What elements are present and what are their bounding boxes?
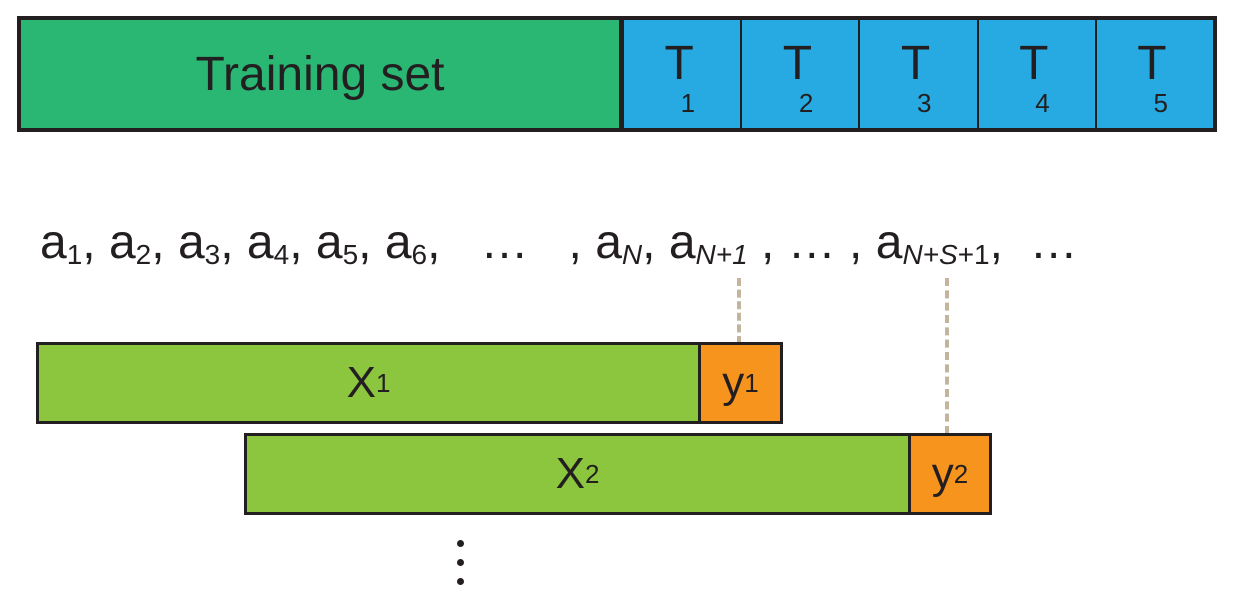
test-index: 4 bbox=[1035, 88, 1050, 118]
test-segment-3: T 3 bbox=[858, 20, 977, 128]
seq-ellipsis-1: … bbox=[480, 216, 529, 269]
training-set-label: Training set bbox=[195, 47, 445, 101]
seq-term-n-plus-s-plus-1: aN+S+1, bbox=[875, 216, 1003, 270]
seq-term-4: a4, bbox=[246, 216, 303, 270]
test-segment-5: T 5 bbox=[1094, 20, 1214, 128]
test-index: 2 bbox=[798, 88, 814, 118]
test-index: 5 bbox=[1153, 88, 1168, 118]
seq-term-5: a5, bbox=[315, 216, 372, 270]
train-test-split-bar: Training set T 1 T 2 T 3 T 4 T 5 bbox=[17, 16, 1217, 132]
guide-line-y1 bbox=[737, 278, 741, 344]
test-letter: T bbox=[900, 37, 931, 90]
seq-ellipsis-2: … bbox=[787, 216, 836, 269]
seq-ellipsis-3: … bbox=[1029, 216, 1078, 269]
seq-term-3: a3, bbox=[177, 216, 234, 270]
test-letter: T bbox=[1019, 37, 1049, 90]
test-index: 3 bbox=[917, 88, 932, 118]
vertical-ellipsis-icon bbox=[450, 540, 470, 600]
test-letter: T bbox=[782, 37, 813, 90]
test-segment-2: T 2 bbox=[740, 20, 859, 128]
seq-term-n-plus-1: aN+1 bbox=[668, 216, 748, 270]
training-set-segment: Training set bbox=[21, 20, 622, 128]
seq-term-1: a1, bbox=[40, 216, 96, 270]
seq-term-2: a2, bbox=[108, 216, 165, 270]
observation-sequence: a1, a2, a3, a4, a5, a6, … , aN, aN+1 , …… bbox=[40, 216, 1078, 270]
test-segment-1: T 1 bbox=[622, 20, 741, 128]
seq-term-6: a6, bbox=[384, 216, 441, 270]
guide-line-y2 bbox=[945, 278, 949, 434]
test-letter: T bbox=[664, 37, 694, 90]
seq-term-n: aN, bbox=[595, 216, 656, 270]
test-letter: T bbox=[1137, 37, 1167, 90]
test-index: 1 bbox=[680, 88, 696, 118]
test-segment-4: T 4 bbox=[976, 20, 1095, 128]
